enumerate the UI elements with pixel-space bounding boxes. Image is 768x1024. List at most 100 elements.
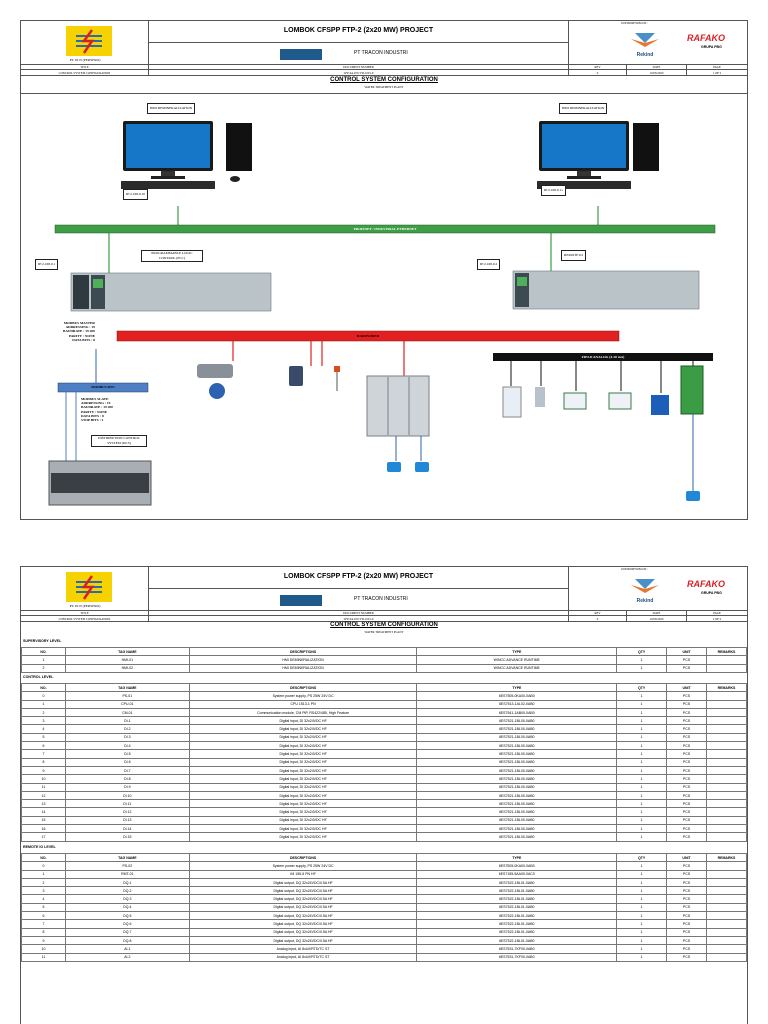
cell-tag-name: DI.11 <box>64 799 190 809</box>
cell-qty: 1 <box>616 790 668 801</box>
cell-qty: 1 <box>616 869 668 879</box>
cell-qty: 1 <box>616 757 668 767</box>
cell-unit: PCS <box>666 824 707 834</box>
cell-no: 16 <box>21 824 66 834</box>
cell-qty: 1 <box>616 815 668 826</box>
plc-rack <box>70 272 272 312</box>
cell-description: Digital output, DQ 32x24VDC/0.5A HF <box>188 902 418 913</box>
cell-unit: PCS <box>666 724 707 734</box>
cell-unit: PCS <box>666 699 707 709</box>
company-name: PT TRACON INDUSTRI <box>354 50 408 56</box>
hmi-right-label: HMI DEMINERALIZATION <box>559 103 608 114</box>
cell-description: HMI DEMINERALIZATION <box>188 655 418 665</box>
cell-unit: PCS <box>666 815 707 826</box>
project-title-cell: LOMBOK CFSPP FTP-2 (2x20 MW) PROJECT <box>149 21 569 43</box>
column-header-tag-name: TAG NAME <box>64 852 190 863</box>
cell-unit: PCS <box>666 927 707 937</box>
modbus-slave-label: MODBUS SLAVE ADDRESSING : 19 BAUDRATE : … <box>81 397 113 423</box>
cell-no: 4 <box>21 724 66 734</box>
cell-type: 6ES7521-1BL00-0AB0 <box>416 799 618 809</box>
cell-no: 9 <box>21 765 66 776</box>
cell-qty: 1 <box>616 824 668 834</box>
cell-qty: 1 <box>616 691 668 701</box>
rekind-name-2: Rekind <box>636 598 654 604</box>
cell-tag-name: HMI-01 <box>64 655 190 665</box>
title-value: CONTROL SYSTEM CONFIGURATION <box>21 70 149 76</box>
cell-tag-name: DI.4 <box>64 741 190 751</box>
column-header-no: NO. <box>21 852 66 863</box>
cell-type: 6ES7522-1BL01-0AB0 <box>416 911 618 921</box>
cell-tag-name: DQ.5 <box>64 911 190 921</box>
consortium-label: CONSORTIUM OF : <box>621 21 649 25</box>
cell-tag-name: DQ.7 <box>64 927 190 937</box>
rafako-sub-2: GRUPA PBG <box>701 591 722 595</box>
owner-name: PT. PLN (PERSERO) <box>69 58 101 62</box>
cell-qty: 1 <box>616 782 668 792</box>
cell-description: Digital output, DQ 32x24VDC/0.5A HF <box>188 927 418 937</box>
cell-tag-name: DQ.6 <box>64 919 190 929</box>
cell-qty: 1 <box>616 799 668 809</box>
cell-description: System power supply, PS 25W 24V DC <box>188 861 418 871</box>
cell-tag-name: DI.10 <box>64 790 190 801</box>
cell-tag-name: DI.3 <box>64 732 190 743</box>
cell-type: WINCC ADVANCE RUNTIME <box>416 663 618 673</box>
cell-qty: 1 <box>616 699 668 709</box>
network-diagram <box>48 121 716 506</box>
cell-unit: PCS <box>666 741 707 751</box>
column-header-unit: UNIT <box>666 682 707 693</box>
cell-remarks <box>705 919 748 929</box>
cell-type: 6ES7522-1BL01-0AB0 <box>416 927 618 937</box>
cell-unit: PCS <box>666 716 707 726</box>
cell-description: Digital output, DQ 32x24VDC/0.5A HF <box>188 919 418 929</box>
bill-of-materials-sheet: PT. PLN (PERSERO) LOMBOK CFSPP FTP-2 (2x… <box>20 566 748 1024</box>
cell-description: Digital input, DI 32x24VDC HF <box>188 832 418 842</box>
cell-tag-name: DI.6 <box>64 757 190 767</box>
rekind-logo: Rekind <box>627 31 663 58</box>
analyzer-cabinet <box>502 386 522 418</box>
cell-unit: PCS <box>666 749 707 759</box>
cell-type: 6ES7522-1BL01-0AB0 <box>416 886 618 896</box>
cell-remarks <box>705 861 748 871</box>
cell-description: Digital input, DI 32x24VDC HF <box>188 757 418 767</box>
ip-plc: IP:2.168.0.1 <box>35 259 59 270</box>
cell-qty: 1 <box>616 741 668 751</box>
cell-qty: 1 <box>616 886 668 896</box>
cell-description: HMI DEMINERALIZATION <box>188 663 418 673</box>
cell-description: Digital output, DQ 32x24VDC/0.5A HF <box>188 911 418 921</box>
date-value-2: 10/06/2020 <box>627 616 687 622</box>
cell-tag-name: PS-02 <box>64 861 190 871</box>
cell-tag-name: AI.1 <box>64 944 190 954</box>
cell-tag-name: DQ.8 <box>64 935 190 946</box>
cell-no: 5 <box>21 732 66 743</box>
column-header-unit: UNIT <box>666 852 707 863</box>
dcs-label: DISTRIBUTION CONTROL SYSTEM (DCS) <box>91 435 147 447</box>
diagram-heading: CONTROL SYSTEM CONFIGURATION <box>330 77 438 83</box>
cell-qty: 1 <box>616 919 668 929</box>
remote-section-label: REMOTE IO LEVEL <box>23 845 56 849</box>
cell-qty: 1 <box>616 724 668 734</box>
cell-qty: 1 <box>616 944 668 954</box>
cell-type: 6ES7521-1BL00-0AB0 <box>416 782 618 792</box>
cell-remarks <box>706 699 747 709</box>
cell-description: Communication module, CM PtP, RS422/485,… <box>188 707 418 718</box>
cell-description: Digital input, DI 32x24VDC HF <box>188 741 418 751</box>
cell-remarks <box>706 765 747 776</box>
cell-description: Digital input, DI 32x24VDC HF <box>188 716 418 726</box>
ip-remote: IP:2.168.0.2 <box>477 259 501 270</box>
remote-io-label: REMOTE IO <box>561 250 586 261</box>
cell-remarks <box>705 911 748 921</box>
cell-unit: PCS <box>666 691 707 701</box>
